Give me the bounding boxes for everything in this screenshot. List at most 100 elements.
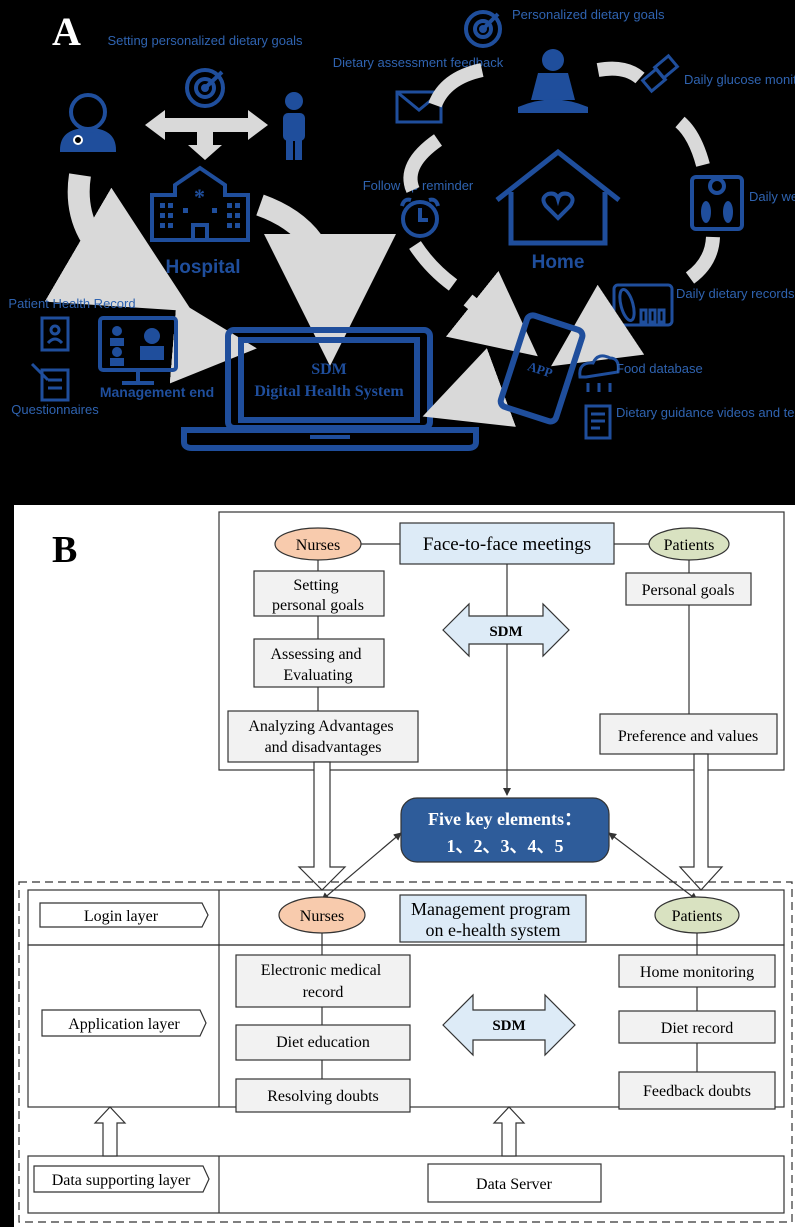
weight-label: Daily weight [749,189,795,204]
nurse-step-2 [253,638,385,688]
svg-text:*: * [194,184,205,209]
arrow-followup-to-app [445,270,538,357]
arrow-records-to-app [551,284,645,367]
patient-app-3 [618,1071,776,1110]
key-to-nurses-link [321,832,402,901]
nurse-app-1 [235,954,411,1008]
guidance-label: Dietary guidance videos and texts [616,405,795,420]
data-server-label: Data Server [476,1176,553,1193]
patient-step-1 [625,572,752,606]
sdm-label-top: SDM [489,624,522,640]
nurse-step-3 [227,710,419,763]
nurse-app-2 [235,1024,411,1061]
home-label: Home [532,252,585,273]
data-up-arrow-right [492,1106,526,1157]
nurse-step-1-text: Setting personal goals [272,577,364,614]
bottom-connectors [321,933,698,1079]
management-program-box [399,894,587,943]
application-layer-tag [41,1009,207,1037]
laptop-icon [181,327,479,451]
scale-icon [690,175,744,231]
patients-label-bottom: Patients [672,908,723,925]
doctor-icon [59,93,117,152]
patient-app-1 [618,954,776,988]
data-layer-label: Data supporting layer [52,1172,191,1189]
curved-arrow-hospital-to-system [256,194,396,366]
food-database-icon [578,354,620,392]
sdm-process-frame [218,511,785,771]
sdm-arrow-top [442,602,570,658]
person-icon [283,92,305,160]
double-arrow [145,110,268,160]
patient-step-1-text: Personal goals [642,582,735,599]
key-to-patients-link [608,832,698,901]
system-title-line1: SDM [311,361,347,378]
video-call-icon [98,316,178,385]
management-label: Management end [100,384,214,400]
application-layer-label: Application layer [68,1016,180,1033]
glucose-label: Daily glucose monitoring [684,72,795,87]
questionnaires-label: Questionnaires [11,402,99,417]
sdm-arrow-bottom [442,993,576,1057]
login-layer-tag [39,902,209,928]
curved-arrow-doctor-to-management [44,173,192,312]
arrow-app-to-system [422,348,516,427]
hospital-label: Hospital [166,257,241,278]
nurses-label-bottom: Nurses [300,908,344,925]
alarm-clock-icon [400,197,440,238]
patients-label: Patients [664,537,715,554]
patient-app-1-text: Home monitoring [640,964,754,981]
questionnaire-icon [30,362,70,402]
panel-a-label: A [52,9,81,54]
management-program-text: Management program on e-health system [411,899,575,940]
patients-oval [648,527,730,561]
patient-app-2-text: Diet record [661,1020,733,1037]
data-layer-row [27,1155,785,1214]
panel-b-label: B [52,529,77,571]
five-key-elements-box [400,797,610,863]
nurse-app-2-text: Diet education [276,1034,370,1051]
login-layer-label: Login layer [84,908,159,925]
data-layer-tag [33,1165,210,1193]
home-icon [495,148,621,246]
key-elements-line2: 1、2、3、4、5 [447,836,564,856]
phone-app-icon [497,312,586,425]
meetings-box [399,522,615,565]
patient-app-2 [618,1010,776,1044]
patient-app-3-text: Feedback doubts [643,1083,751,1100]
nurse-step-1 [253,570,385,617]
patient-step-2-text: Preference and values [618,728,758,745]
food-database-label: Food database [616,361,703,376]
health-record-label: Patient Health Record [8,296,135,311]
target-icon-home [464,10,502,48]
target-icon [185,68,225,108]
data-up-arrow-left [93,1106,127,1157]
arrow-management-to-system [169,299,257,384]
meetings-label: Face-to-face meetings [423,534,591,555]
nurse-app-1-text: Electronic medical record [261,962,385,1001]
health-record-icon [40,316,70,352]
key-elements-line1: Five key elements： [428,809,582,829]
app-label: APP [526,358,555,380]
nurse-app-3-text: Resolving doubts [267,1088,379,1105]
nurse-step-2-text: Assessing and Evaluating [270,646,365,684]
data-server-box [427,1163,602,1203]
sdm-label-bottom: SDM [492,1018,525,1034]
system-title-line2: Digital Health System [254,383,404,400]
meditation-icon [518,49,588,113]
nurses-oval [274,527,362,561]
patient-step-2 [599,713,778,755]
panel-b: B Nurses Patients Face-to-face meetings … [0,505,795,1227]
guidance-document-icon [584,404,612,440]
panel-a: A Setting personalized dietary goals * [0,0,795,505]
nurses-label: Nurses [296,537,340,554]
system-architecture-frame [18,881,793,1223]
nurse-step-3-text: Analyzing Advantages and disadvantages [248,718,397,756]
top-connectors [317,543,690,714]
goals-label: Setting personalized dietary goals [107,33,303,48]
dietary-records-label: Daily dietary records [676,286,795,301]
assessment-feedback-label: Dietary assessment feedback [333,55,504,70]
nurse-app-3 [235,1078,411,1113]
personalized-goals-label: Personalized dietary goals [512,7,665,22]
glucose-meter-icon [640,53,680,94]
